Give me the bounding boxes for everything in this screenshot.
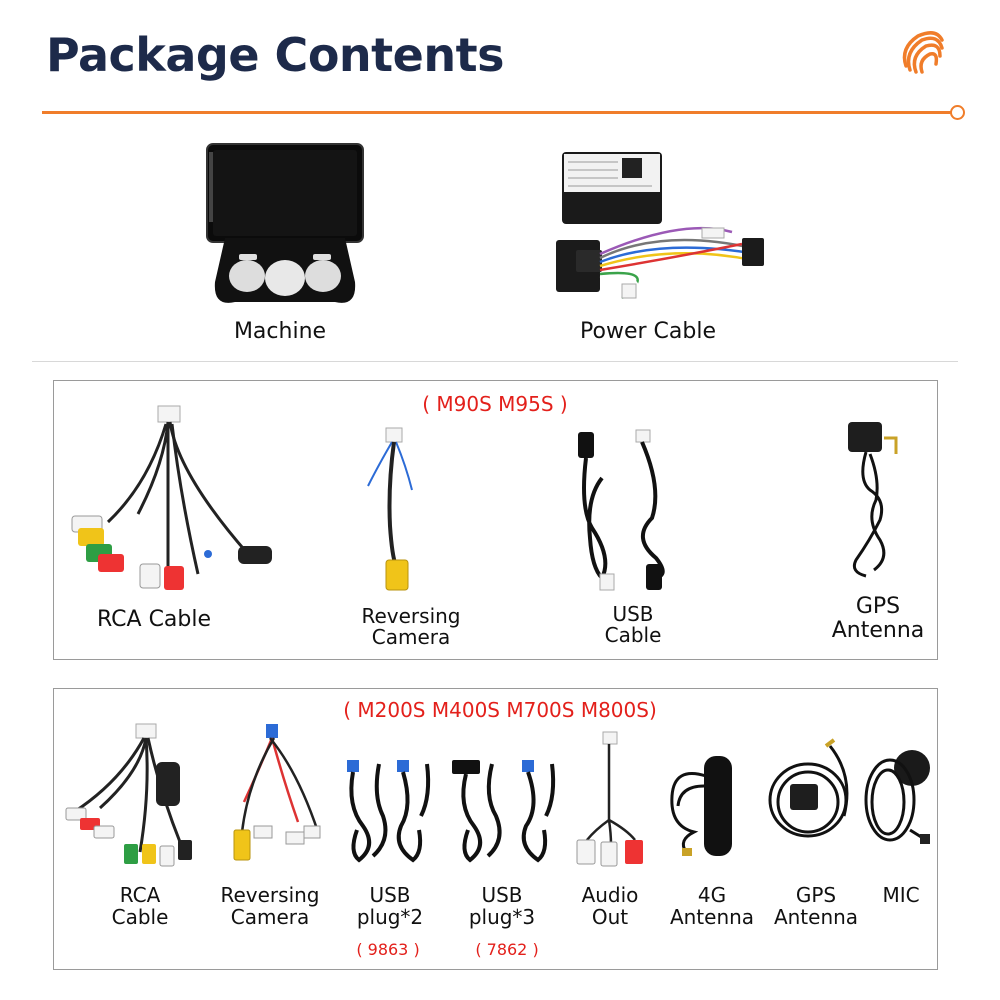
machine-image [206,143,364,303]
usb-plug2-label-2: plug*2 [356,905,424,929]
usb-plug2-code: ( 9863 ) [356,940,420,959]
mic-label: MIC [882,883,920,907]
gps-antenna-image [848,422,898,578]
reversing-camera-label-2: Camera [371,625,451,649]
gps-antenna-2-label-2: Antenna [773,905,859,929]
4g-antenna-label-1: 4G [697,883,727,907]
usb-cable-label-1: USB [612,602,654,626]
usb-plug3-label-1: USB [481,883,523,907]
audio-out-cable-image [576,731,643,867]
power-cable-label: Power Cable [580,319,716,344]
header-divider-end-dot [950,105,965,120]
rca-cable-2-label-1: RCA [119,883,161,907]
microphone-image [864,750,930,844]
group-m90s-m95s [53,380,938,660]
4g-antenna-image [670,756,732,856]
gps-antenna-label-1: GPS [855,594,901,619]
usb-cable-image [578,429,665,591]
page-title: Package Contents [46,28,504,82]
audio-out-label-1: Audio [581,883,639,907]
usb-plug-image [347,760,431,863]
usb-cable-label-2: Cable [604,623,662,647]
model-tag-group1: ( M90S M95S ) [422,392,568,416]
gps-antenna-image-2 [768,738,849,838]
rca-cable-label: RCA Cable [96,607,212,632]
4g-antenna-label-2: Antenna [669,905,755,929]
model-tag-group2: ( M200S M400S M700S M800S) [343,698,657,722]
reverse-camera-cable-image-2 [233,724,321,861]
audio-out-label-2: Out [591,905,629,929]
rca-cable-2-label-2: Cable [111,905,169,929]
machine-label: Machine [233,319,327,344]
usb-plug2-label-1: USB [369,883,411,907]
rca-cable-image [71,405,272,590]
gps-antenna-2-label-1: GPS [795,883,837,907]
usb-plug3-code: ( 7862 ) [475,940,539,959]
reversing-camera-2-label-1: Reversing [220,883,320,907]
usb-plug3-label-2: plug*3 [468,905,536,929]
group-m200s-m400s-m700s-m800s [53,688,938,970]
brand-logo-icon [902,31,944,74]
reversing-camera-label-1: Reversing [361,604,461,628]
power-cable-image [556,152,764,299]
reversing-camera-2-label-2: Camera [230,905,310,929]
header-divider [42,111,952,114]
usb-plug-image-3 [452,760,556,863]
rca-cable-image-2 [65,723,192,867]
reverse-camera-cable-image [367,427,413,591]
gps-antenna-label-2: Antenna [831,618,925,643]
section-divider [32,361,958,362]
